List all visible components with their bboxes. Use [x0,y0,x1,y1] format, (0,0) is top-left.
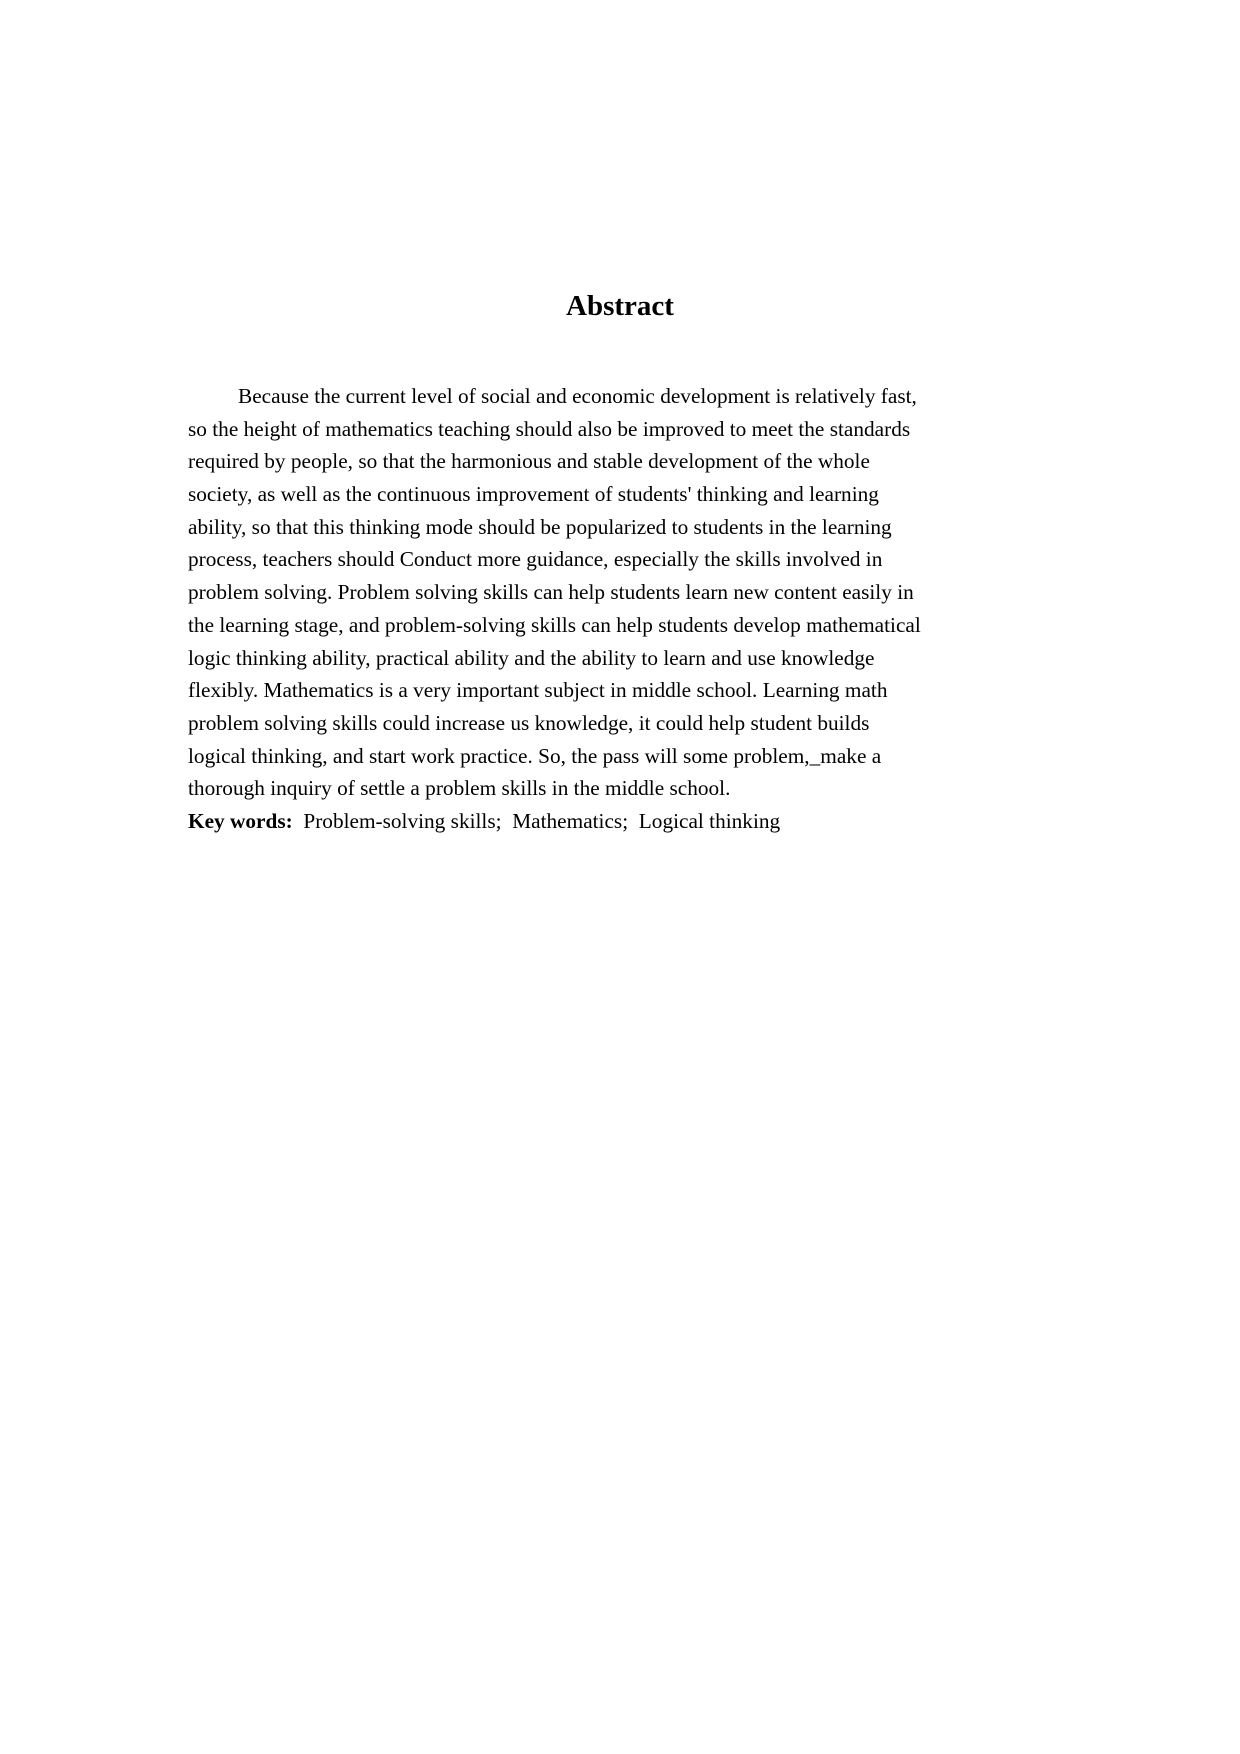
abstract-line: so the height of mathematics teaching sh… [188,416,911,441]
abstract-line: required by people, so that the harmonio… [188,449,870,474]
abstract-line: the learning stage, and problem-solving … [188,612,921,637]
abstract-line: ability, so that this thinking mode shou… [188,514,892,539]
abstract-line: logical thinking, and start work practic… [188,743,882,768]
abstract-line: logic thinking ability, practical abilit… [188,645,875,670]
keyword-item: Problem-solving skills; [303,808,502,833]
abstract-body: Because the current level of social and … [188,380,1068,838]
keyword-item: Logical thinking [638,808,781,833]
abstract-line: thorough inquiry of settle a problem ski… [188,776,731,801]
abstract-line: problem solving. Problem solving skills … [188,580,914,605]
abstract-heading: Abstract [566,290,674,322]
abstract-line: society, as well as the continuous impro… [188,482,879,507]
abstract-line: problem solving skills could increase us… [188,710,870,735]
keyword-item: Mathematics; [512,808,629,833]
keywords-line: Key words: Problem-solving skills; Mathe… [188,805,1068,838]
abstract-line: process, teachers should Conduct more gu… [188,547,883,572]
abstract-line: Because the current level of social and … [238,384,917,408]
keywords-label: Key words: [188,808,293,833]
abstract-line: flexibly. Mathematics is a very importan… [188,678,888,703]
